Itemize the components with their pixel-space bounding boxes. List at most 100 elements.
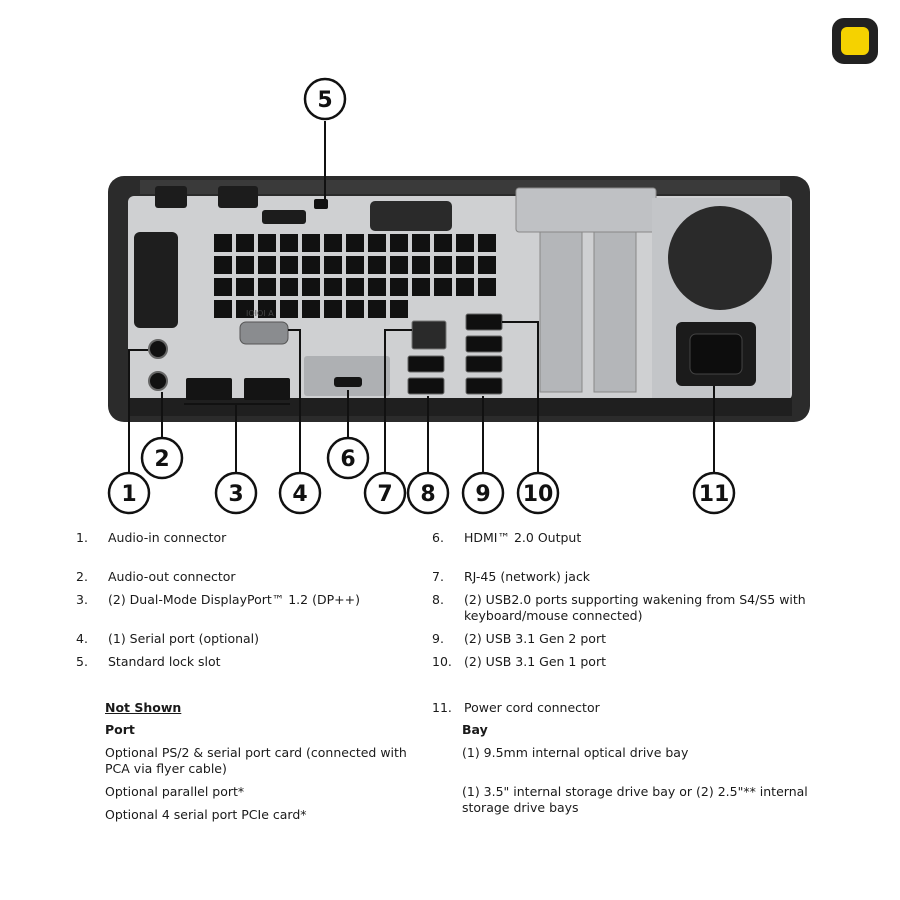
callout-number-7: 7 — [377, 482, 392, 507]
vent-hole — [368, 256, 386, 274]
vent-hole — [324, 256, 342, 274]
callout-number-8: 8 — [420, 482, 435, 507]
audio-module — [134, 232, 178, 391]
vent-hole — [346, 278, 364, 296]
serial-port-marking: IOIOI A — [246, 309, 274, 318]
power-supply — [652, 198, 790, 398]
vent-hole — [412, 256, 430, 274]
callout-leader-4 — [288, 329, 301, 472]
vent-hole — [280, 234, 298, 252]
hdmi-plate — [304, 356, 390, 396]
spec-item-number: 2. — [76, 569, 88, 584]
callout-number-5: 5 — [317, 88, 332, 113]
vent-hole — [478, 278, 496, 296]
bay-item-1: (1) 9.5mm internal optical drive bay — [462, 745, 689, 760]
latch-mid — [218, 186, 258, 208]
spec-item-text: RJ-45 (network) jack — [464, 569, 591, 584]
logo-badge — [832, 18, 878, 64]
callout-leader-1 — [128, 349, 148, 472]
psu-fan-grille — [668, 206, 772, 310]
vent-hole — [434, 278, 452, 296]
vent-grid — [214, 234, 496, 318]
callout-number-6: 6 — [340, 447, 355, 472]
callout-circle-10 — [516, 471, 560, 515]
vent-hole — [346, 234, 364, 252]
vent-hole — [412, 278, 430, 296]
expansion-slots — [515, 187, 657, 393]
callout-circle-1 — [107, 471, 151, 515]
vent-hole — [236, 234, 254, 252]
spec-item-number: 7. — [432, 569, 444, 584]
usb-ports — [407, 313, 503, 395]
hdmi-connector — [334, 377, 362, 387]
usb2-port-2 — [407, 377, 445, 395]
spec-item-number: 6. — [432, 530, 444, 545]
serial-port: IOIOI A — [239, 309, 289, 345]
callout-number-4: 4 — [292, 482, 307, 507]
bay-heading: Bay — [462, 722, 488, 737]
usb2-port-1 — [407, 355, 445, 373]
callout-circle-4 — [278, 471, 322, 515]
usb-gen1-port-1 — [465, 313, 503, 331]
power-socket — [689, 333, 743, 375]
spec-item-number: 3. — [76, 592, 88, 607]
bay-item-2: (1) 3.5" internal storage drive bay or (… — [462, 784, 808, 815]
callout-number-1: 1 — [121, 482, 136, 507]
callout-leader-7 — [384, 329, 412, 472]
not-shown-title: Not Shown — [105, 700, 182, 715]
vent-hole — [346, 300, 364, 318]
vent-hole — [258, 256, 276, 274]
callout-number-3: 3 — [228, 482, 243, 507]
vent-hole — [236, 278, 254, 296]
port-heading: Port — [105, 722, 135, 737]
vent-hole — [434, 234, 452, 252]
spec-item-text: HDMI™ 2.0 Output — [464, 530, 582, 545]
callout-leader-3 — [184, 403, 290, 472]
vent-hole — [214, 234, 232, 252]
spec-item-number: 10. — [432, 654, 452, 669]
vent-hole — [302, 278, 320, 296]
spec-item-text: (2) USB2.0 ports supporting wakening fro… — [464, 592, 806, 623]
callout-circle-7 — [363, 471, 407, 515]
vent-hole — [368, 300, 386, 318]
usb-gen1-port-2 — [465, 335, 503, 353]
vent-hole — [412, 234, 430, 252]
vent-hole — [456, 234, 474, 252]
callout-number-10: 10 — [523, 482, 554, 507]
vent-hole — [280, 278, 298, 296]
rj45-jack — [411, 320, 447, 350]
usb-gen2-port-2 — [465, 377, 503, 395]
latch-left — [155, 186, 187, 208]
callout-circle-6 — [326, 436, 370, 480]
vent-hole — [214, 278, 232, 296]
vent-hole — [302, 300, 320, 318]
spec-item-number: 1. — [76, 530, 88, 545]
expansion-bracket-frame — [515, 187, 657, 233]
right-spec-list: 6. HDMI™ 2.0 Output 7. RJ-45 (network) jack… — [432, 530, 862, 730]
vent-hole — [456, 278, 474, 296]
vent-hole — [478, 256, 496, 274]
spec-item-text: (2) Dual-Mode DisplayPort™ 1.2 (DP++) — [108, 592, 360, 607]
vent-hole — [258, 234, 276, 252]
audio-in-jack — [148, 339, 168, 359]
displayport-pair — [186, 378, 290, 400]
hdmi-module — [304, 356, 390, 396]
bottom-rail — [128, 398, 792, 416]
spec-item-number: 9. — [432, 631, 444, 646]
vent-hole — [280, 256, 298, 274]
vent-hole — [302, 234, 320, 252]
vent-hole — [346, 256, 364, 274]
vent-hole — [390, 300, 408, 318]
spec-item-text: Audio-out connector — [108, 569, 236, 584]
spec-item-number: 5. — [76, 654, 88, 669]
callout-number-9: 9 — [475, 482, 490, 507]
vent-hole — [214, 300, 232, 318]
vent-hole — [258, 278, 276, 296]
callout-circle-8 — [406, 471, 450, 515]
vent-hole — [368, 234, 386, 252]
lock-slot — [314, 199, 328, 209]
displayport-1 — [186, 378, 232, 400]
